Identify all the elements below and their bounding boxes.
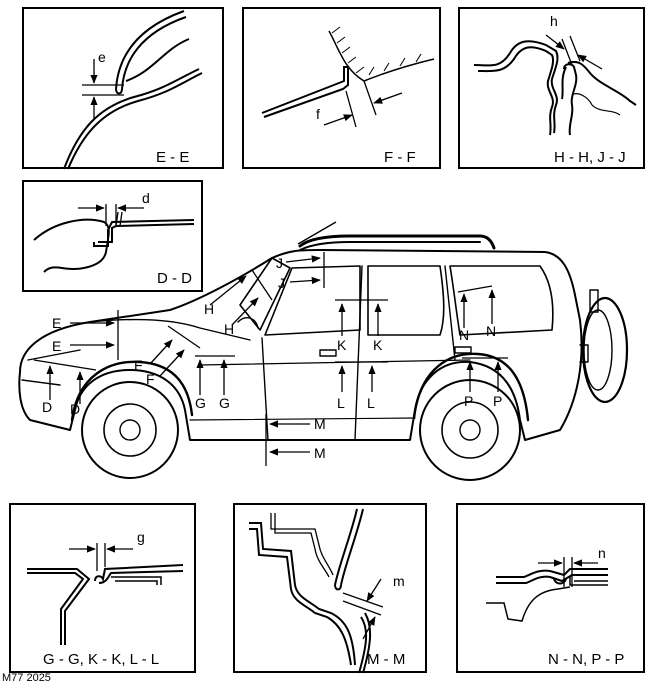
section-panel-f-f: f F - F xyxy=(242,7,441,169)
section-label-d-d: D - D xyxy=(157,270,192,287)
rear-quarter-window xyxy=(449,265,554,336)
section-label-e-e: E - E xyxy=(156,149,190,166)
marker-e-upper: E xyxy=(52,315,61,331)
marker-g-right: G xyxy=(219,395,230,411)
section-panel-n-n: n N - N, P - P xyxy=(456,503,645,673)
section-label-h-h-j-j: H - H, J - J xyxy=(554,149,626,166)
marker-n-left: N xyxy=(459,327,469,343)
dim-e-label: e xyxy=(98,49,106,65)
marker-d-left: D xyxy=(42,399,52,415)
dim-m-label: m xyxy=(393,573,405,589)
marker-m-upper: M xyxy=(314,416,326,432)
marker-f-upper: F xyxy=(134,357,143,373)
marker-m-lower: M xyxy=(314,445,326,461)
marker-h-upper: H xyxy=(204,301,214,317)
windscreen xyxy=(239,257,291,331)
marker-l-right: L xyxy=(367,395,375,411)
marker-k-left: K xyxy=(337,337,347,353)
section-label-m-m: M - M xyxy=(367,651,406,668)
dim-h-label: h xyxy=(550,13,558,29)
section-n-n-drawing xyxy=(486,557,608,622)
section-e-e-drawing xyxy=(63,10,203,170)
section-m-m-drawing xyxy=(249,508,384,674)
section-label-n-n-p-p: N - N, P - P xyxy=(548,651,625,668)
marker-d-right: D xyxy=(70,401,80,417)
front-wheel xyxy=(81,381,179,479)
marker-g-left: G xyxy=(195,395,206,411)
section-label-g-g: G - G, K - K, L - L xyxy=(43,651,160,668)
dim-d-label: d xyxy=(142,190,150,206)
spare-wheel xyxy=(581,296,629,404)
marker-p-right: P xyxy=(493,393,502,409)
marker-h-lower: H xyxy=(224,321,234,337)
body-outline xyxy=(18,249,583,441)
section-h-h-drawing xyxy=(473,34,637,136)
rear-door-window xyxy=(367,265,445,336)
section-label-f-f: F - F xyxy=(384,149,416,166)
section-panel-e-e: e E - E xyxy=(22,7,224,170)
section-panel-g-g: g G - G, K - K, L - L xyxy=(9,503,196,673)
dim-n-label: n xyxy=(598,545,606,561)
marker-e-lower: E xyxy=(52,338,61,354)
marker-l-left: L xyxy=(337,395,345,411)
roof-rack xyxy=(298,234,496,250)
dim-g-label: g xyxy=(137,529,145,545)
marker-k-right: K xyxy=(373,337,383,353)
section-f-f-drawing xyxy=(261,26,435,128)
figure-id: M77 2025 xyxy=(2,672,51,684)
marker-n-right: N xyxy=(486,323,496,339)
section-d-d-drawing xyxy=(33,204,195,273)
section-panel-d-d: d D - D xyxy=(22,180,203,292)
section-panel-m-m: m M - M xyxy=(233,503,427,674)
dim-f-label: f xyxy=(316,106,320,122)
marker-f-lower: F xyxy=(146,371,155,387)
section-g-g-drawing xyxy=(27,543,184,645)
marker-j-upper: J xyxy=(276,255,283,271)
section-panel-h-h-j-j: h H - H, J - J xyxy=(458,7,645,169)
marker-p-left: P xyxy=(464,393,473,409)
marker-j-lower: J xyxy=(278,275,285,291)
